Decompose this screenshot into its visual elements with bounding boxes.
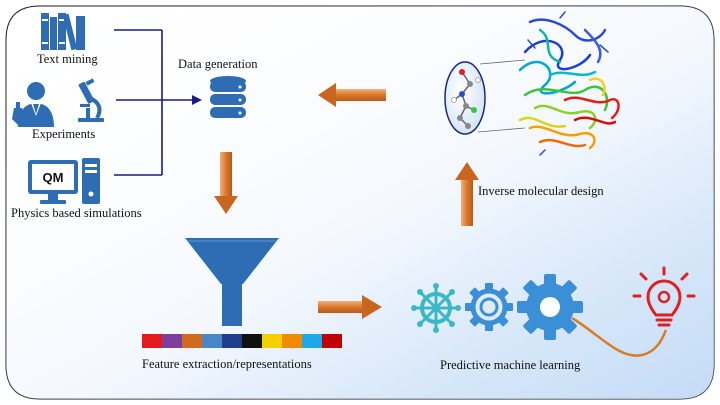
feature-swatch — [322, 334, 342, 348]
books-icon — [41, 13, 85, 51]
molecule-icon — [451, 69, 481, 129]
microscope-icon — [78, 78, 104, 122]
molecule-lens — [444, 59, 526, 135]
bracket-arrowhead — [192, 95, 202, 105]
gear-outline-icon — [465, 283, 513, 331]
label-experiments: Experiments — [32, 127, 96, 141]
computer-icon — [28, 158, 100, 204]
label-feature-extraction: Feature extraction/representations — [142, 357, 312, 371]
gear-to-bulb-wire — [571, 316, 668, 357]
lightbulb-icon — [632, 266, 696, 327]
feature-swatch — [162, 334, 182, 348]
feature-swatch — [142, 334, 162, 348]
feature-swatch — [282, 334, 302, 348]
feature-swatch — [222, 334, 242, 348]
protein-icon — [518, 11, 620, 156]
label-text-mining: Text mining — [37, 52, 98, 66]
feature-swatch — [182, 334, 202, 348]
qm-label: QM — [43, 170, 64, 185]
label-inverse-design: Inverse molecular design — [478, 184, 604, 198]
funnel-icon — [185, 238, 279, 326]
feature-swatch — [302, 334, 322, 348]
feature-swatch — [202, 334, 222, 348]
label-physics-simulations: Physics based simulations — [11, 206, 142, 220]
scientist-icon — [12, 82, 54, 127]
arrow-up-to-design — [455, 162, 479, 226]
feature-swatch — [242, 334, 262, 348]
arrow-down-to-funnel — [214, 152, 238, 214]
label-predictive-ml: Predictive machine learning — [440, 358, 581, 372]
bracket-connector — [114, 29, 192, 176]
gear-solid-icon — [517, 274, 583, 340]
arrow-left-to-data — [318, 83, 386, 107]
feature-swatch — [262, 334, 282, 348]
feature-color-strip — [142, 334, 342, 348]
database-icon — [210, 76, 246, 118]
label-data-generation: Data generation — [178, 57, 258, 71]
background-shade — [6, 6, 714, 399]
arrow-right-to-ml — [318, 295, 382, 319]
helm-icon — [411, 283, 461, 333]
